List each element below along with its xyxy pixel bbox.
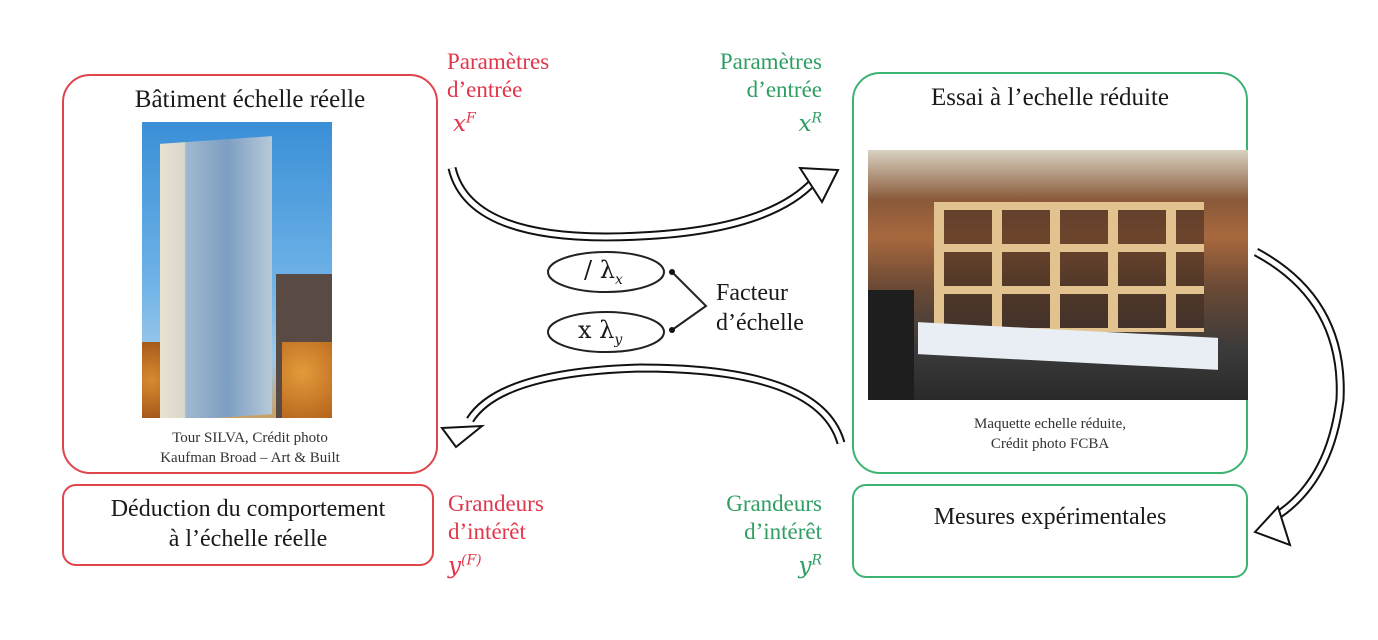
- arrowhead-icon: [798, 166, 840, 205]
- full-scale-caption-line1: Tour SILVA, Crédit photo: [172, 430, 328, 446]
- x-f-symbol: xF: [453, 110, 476, 137]
- y-f-symbol: y(F): [448, 552, 482, 579]
- arrow-output-to-full: [440, 363, 846, 449]
- tree-shape: [142, 342, 160, 418]
- divide-lambda-x-label: / λx: [584, 256, 623, 288]
- x-r-symbol: xR: [798, 110, 822, 137]
- input-params-full-label: Paramètres d’entrée xF: [447, 49, 550, 137]
- reduced-scale-caption-line1: Maquette echelle réduite,: [973, 416, 1126, 432]
- full-scale-caption-line2: Kaufman Broad – Art & Built: [160, 450, 340, 466]
- arrowhead-icon: [440, 424, 486, 449]
- arrow-test-to-measures: [1253, 248, 1345, 547]
- tower-shape: [160, 136, 272, 418]
- timber-frame-model: [934, 202, 1204, 332]
- multiply-lambda-ellipse: [547, 311, 665, 353]
- scale-model-photo: [868, 150, 1248, 400]
- full-scale-title: Bâtiment échelle réelle: [134, 86, 366, 113]
- y-r-symbol: yR: [798, 552, 822, 579]
- scale-factor-label: Facteur d’échelle: [716, 280, 804, 336]
- scale-factor-connector: [671, 271, 708, 331]
- output-full-label: Grandeurs d’intérêt y(F): [448, 491, 544, 579]
- arrow-input-to-reduced: [447, 166, 840, 242]
- deduction-box: Déduction du comportement à l’échelle ré…: [62, 484, 434, 566]
- equipment: [868, 290, 914, 400]
- reduced-scale-test-box: Essai à l’echelle réduite Maquette echel…: [852, 72, 1248, 474]
- multiply-lambda-y-label: x λy: [578, 316, 623, 348]
- reduced-scale-caption-line2: Crédit photo FCBA: [990, 436, 1110, 452]
- arrowhead-icon: [1253, 505, 1292, 547]
- divide-lambda-ellipse: [547, 251, 665, 293]
- full-scale-building-box: Bâtiment échelle réelle Tour SILVA, Créd…: [62, 74, 438, 474]
- output-reduced-label: Grandeurs d’intérêt yR: [726, 491, 822, 579]
- experimental-measures-box: Mesures expérimentales: [852, 484, 1248, 578]
- reduced-scale-title: Essai à l’echelle réduite: [930, 84, 1170, 111]
- input-params-reduced-label: Paramètres d’entrée xR: [719, 49, 822, 137]
- building-photo: [142, 122, 332, 418]
- tree-shape: [282, 342, 332, 418]
